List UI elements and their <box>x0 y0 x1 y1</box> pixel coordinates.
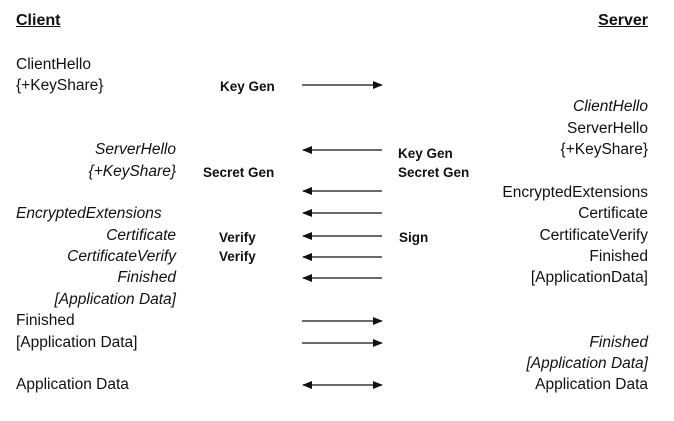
client-server-key-share-label: {+KeyShare} <box>88 163 176 180</box>
server-finished-in-label: Finished <box>589 334 648 351</box>
server-application-data-in-label: [Application Data] <box>526 355 649 372</box>
server-encrypted-extensions-label: EncryptedExtensions <box>502 184 648 201</box>
server-header: Server <box>598 12 648 29</box>
client-key-share-label: {+KeyShare} <box>16 77 104 94</box>
client-finished-in-label: Finished <box>117 269 176 286</box>
server-application-data-label: Application Data <box>535 376 648 393</box>
server-client-hello-label: ClientHello <box>573 98 648 115</box>
server-server-hello-label: ServerHello <box>567 120 648 137</box>
client-certificate-verify-label: CertificateVerify <box>67 248 176 265</box>
client-hello-label: ClientHello <box>16 56 91 73</box>
server-key-share-label: {+KeyShare} <box>560 141 648 158</box>
server-certificate-verify-label: CertificateVerify <box>539 227 648 244</box>
client-verify-label-2: Verify <box>219 249 256 264</box>
server-application-data-out-label: [ApplicationData] <box>530 269 648 286</box>
server-finished-label: Finished <box>589 248 648 265</box>
client-server-hello-label: ServerHello <box>95 141 176 158</box>
client-verify-label-1: Verify <box>219 230 256 245</box>
client-key-gen-label: Key Gen <box>220 79 275 94</box>
server-certificate-label: Certificate <box>578 205 648 222</box>
client-application-data-label: Application Data <box>16 376 129 393</box>
server-key-gen-label: Key Gen <box>398 146 453 161</box>
client-finished-out-label: Finished <box>16 312 75 329</box>
server-secret-gen-label: Secret Gen <box>398 165 470 180</box>
client-application-data-out-label: [Application Data] <box>16 334 138 351</box>
client-header: Client <box>16 12 61 29</box>
client-certificate-label: Certificate <box>106 227 176 244</box>
server-sign-label: Sign <box>399 230 429 245</box>
client-application-data-in-label: [Application Data] <box>54 291 177 308</box>
client-secret-gen-label: Secret Gen <box>203 165 275 180</box>
client-encrypted-extensions-label: EncryptedExtensions <box>16 205 162 222</box>
